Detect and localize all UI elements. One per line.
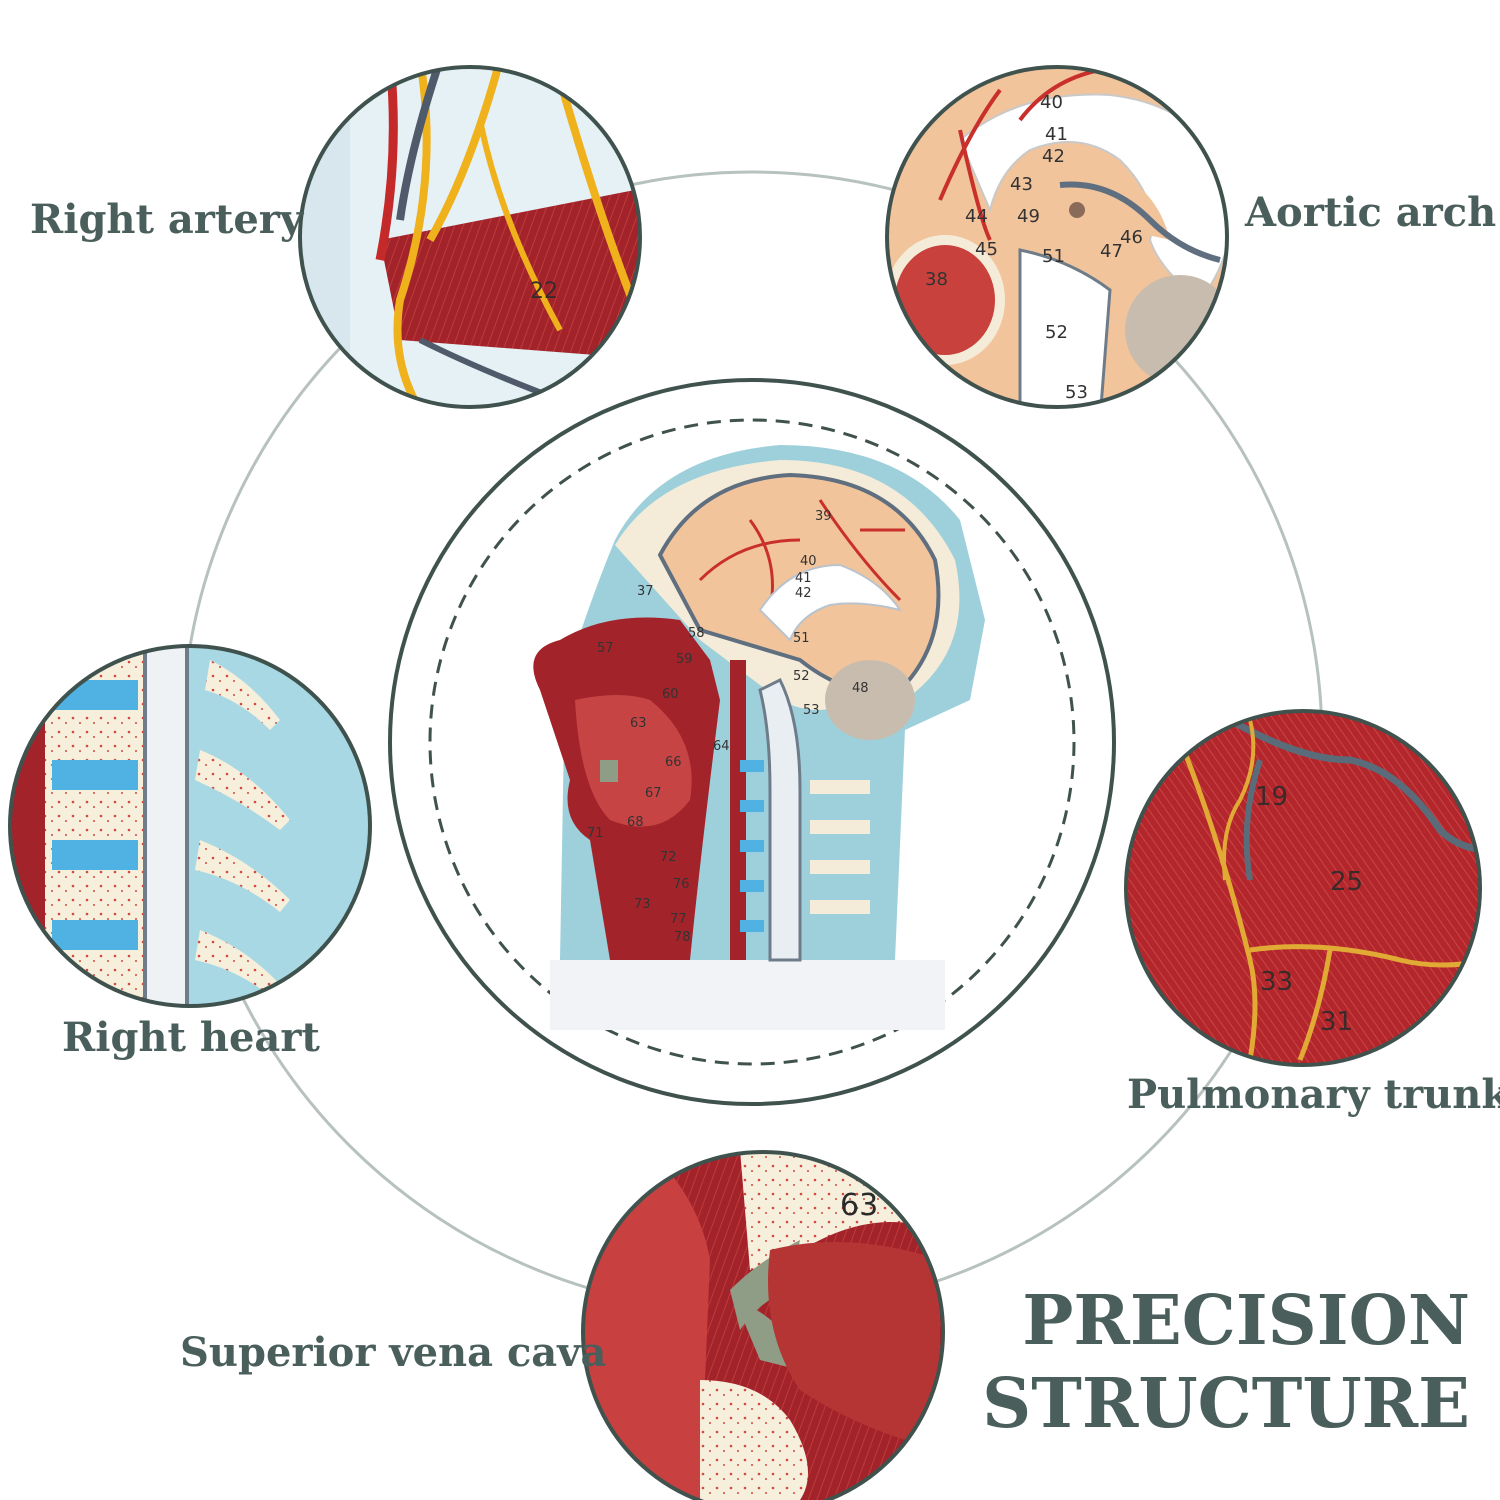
- label-right-artery: Right artery: [30, 196, 304, 243]
- svg-text:73: 73: [634, 897, 651, 912]
- svg-text:52: 52: [793, 669, 810, 684]
- detail-pulmonary-trunk-art: 25 33 31 19: [1126, 711, 1480, 1065]
- svg-text:43: 43: [1010, 174, 1033, 195]
- detail-circle-pulmonary-trunk: [1124, 709, 1482, 1067]
- detail-superior-vena-cava-art: 63 62: [583, 1152, 943, 1500]
- svg-text:66: 66: [665, 755, 682, 770]
- svg-text:41: 41: [1045, 124, 1068, 145]
- label-superior-vena-cava: Superior vena cava: [180, 1329, 607, 1376]
- head-model-illustration: [533, 445, 985, 1030]
- figure-number-22: 22: [530, 279, 558, 304]
- figure-number-62: 62: [895, 1457, 928, 1487]
- svg-text:53: 53: [1065, 382, 1088, 403]
- headline-line-2: STRUCTURE: [982, 1364, 1470, 1444]
- svg-text:67: 67: [645, 786, 662, 801]
- svg-text:38: 38: [925, 269, 948, 290]
- mid-right-figure-numbers: 25 33 31 19: [1255, 782, 1363, 1037]
- svg-text:48: 48: [852, 681, 869, 696]
- svg-text:19: 19: [1255, 782, 1288, 812]
- svg-text:49: 49: [1017, 206, 1040, 227]
- svg-text:59: 59: [676, 652, 693, 667]
- figure-number-63: 63: [840, 1188, 878, 1223]
- svg-text:51: 51: [1042, 246, 1065, 267]
- svg-text:44: 44: [965, 206, 988, 227]
- detail-right-artery-art: 22: [300, 67, 640, 407]
- headline-line-1: PRECISION: [1022, 1281, 1470, 1361]
- svg-text:39: 39: [815, 509, 832, 524]
- svg-text:78: 78: [674, 930, 691, 945]
- svg-text:40: 40: [1040, 92, 1063, 113]
- svg-text:41: 41: [795, 571, 812, 586]
- detail-circle-right-heart: [8, 644, 372, 1008]
- label-pulmonary-trunk: Pulmonary trunk: [1127, 1071, 1500, 1118]
- svg-text:76: 76: [673, 877, 690, 892]
- svg-text:60: 60: [662, 687, 679, 702]
- label-aortic-arch: Aortic arch: [1245, 189, 1497, 236]
- svg-text:71: 71: [587, 826, 604, 841]
- svg-text:52: 52: [1045, 322, 1068, 343]
- svg-text:53: 53: [803, 703, 820, 718]
- center-dashed-circle: [428, 418, 1076, 1066]
- svg-text:25: 25: [1330, 867, 1363, 897]
- svg-text:40: 40: [800, 554, 817, 569]
- detail-circle-aortic-arch: [885, 65, 1229, 409]
- svg-text:31: 31: [1320, 1007, 1353, 1037]
- svg-text:77: 77: [670, 912, 687, 927]
- svg-text:57: 57: [597, 641, 614, 656]
- label-right-heart: Right heart: [62, 1014, 320, 1061]
- svg-text:37: 37: [637, 584, 654, 599]
- detail-circle-superior-vena-cava: [581, 1150, 945, 1500]
- svg-text:63: 63: [630, 716, 647, 731]
- svg-text:68: 68: [627, 815, 644, 830]
- svg-text:51: 51: [793, 631, 810, 646]
- svg-text:33: 33: [1260, 967, 1293, 997]
- svg-text:45: 45: [975, 239, 998, 260]
- svg-text:46: 46: [1120, 227, 1143, 248]
- svg-text:42: 42: [1042, 146, 1065, 167]
- svg-text:58: 58: [688, 626, 705, 641]
- svg-text:47: 47: [1100, 241, 1123, 262]
- svg-text:72: 72: [660, 850, 677, 865]
- svg-text:42: 42: [795, 586, 812, 601]
- svg-text:64: 64: [713, 739, 730, 754]
- detail-circle-right-artery: [298, 65, 642, 409]
